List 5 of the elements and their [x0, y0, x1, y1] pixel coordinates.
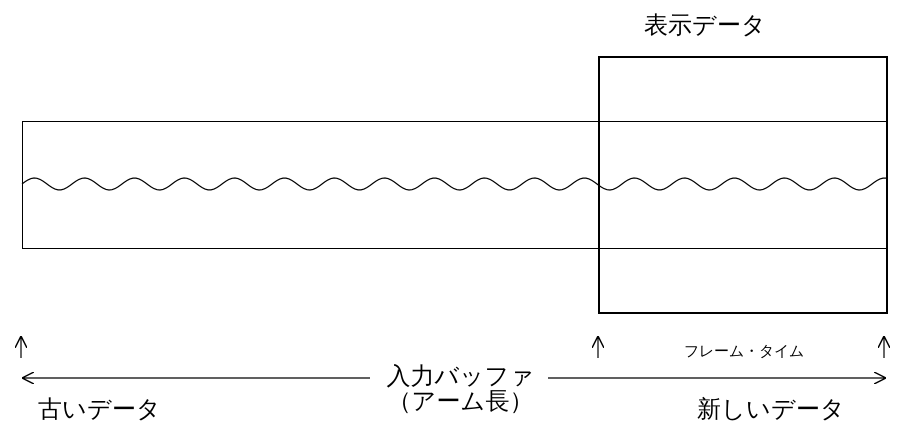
- dimension-label: フレーム・タイム: [684, 343, 804, 360]
- input-buffer-box: [22, 121, 888, 249]
- end-label: 古いデータ: [38, 396, 161, 422]
- end-label: 新しいデータ: [697, 396, 845, 422]
- box-heading: 表示データ: [644, 12, 766, 38]
